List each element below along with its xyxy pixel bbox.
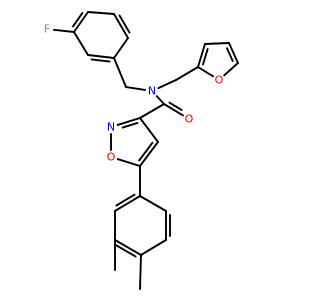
molecule-structure: O N O N F O	[44, 11, 239, 290]
bond-line-32	[204, 42, 230, 45]
bond-line-12	[116, 117, 141, 126]
bond-line-22	[53, 28, 75, 33]
bond-line-27	[157, 79, 177, 90]
atom-label-o: O	[107, 151, 116, 164]
bond-line-14	[139, 141, 159, 167]
atom-label-layer: O N O N F O	[44, 23, 224, 164]
bond-line-15	[139, 103, 165, 119]
atom-o_i: O	[107, 151, 116, 164]
bond-line-23	[73, 11, 89, 33]
bond-line-25	[113, 13, 129, 39]
bond-line-21	[73, 31, 89, 56]
bond-line-31	[228, 42, 239, 64]
bond-line-19	[113, 57, 127, 88]
bond-line-20	[87, 54, 115, 59]
bond-line-16	[163, 103, 184, 117]
atom-n_i: N	[107, 121, 115, 134]
atom-label-o: O	[185, 113, 194, 126]
atom-label-f: F	[44, 23, 50, 36]
bond-line-7-double	[115, 193, 136, 207]
atom-o_fu: O	[215, 74, 224, 87]
atom-f: F	[44, 23, 50, 36]
atom-o_am: O	[185, 113, 194, 126]
atom-n_am: N	[148, 85, 156, 98]
molecule-diagram: O N O N F O	[44, 11, 239, 290]
bond-line-10	[116, 158, 141, 167]
bond-layer	[53, 11, 239, 290]
bond-line-26	[113, 37, 129, 59]
bond-line-18	[125, 86, 147, 91]
bond-line-4	[140, 239, 167, 256]
bond-line-30	[223, 62, 239, 77]
bond-line-2	[139, 254, 142, 290]
bond-line-12-double	[121, 122, 139, 129]
atom-label-n: N	[107, 121, 115, 134]
bond-line-6	[139, 195, 167, 212]
atom-label-n: N	[148, 85, 156, 98]
bond-line-28	[175, 66, 199, 81]
atom-label-o: O	[215, 74, 224, 87]
bond-line-25-double	[118, 14, 131, 34]
bond-line-3	[114, 239, 142, 256]
bond-line-24	[87, 11, 115, 15]
bond-line-31-double	[226, 47, 234, 62]
bond-line-13	[139, 117, 159, 143]
bond-line-33-double	[202, 48, 209, 66]
bond-line-33	[197, 43, 206, 68]
bond-line-29	[197, 66, 215, 78]
bond-line-17	[155, 95, 165, 105]
bond-line-20-double	[90, 58, 111, 63]
bond-line-14-double	[138, 141, 154, 162]
bond-line-3-double	[115, 244, 137, 258]
bond-line-7	[114, 195, 141, 212]
bond-line-16-double	[168, 101, 183, 111]
bond-line-23-double	[72, 12, 84, 28]
